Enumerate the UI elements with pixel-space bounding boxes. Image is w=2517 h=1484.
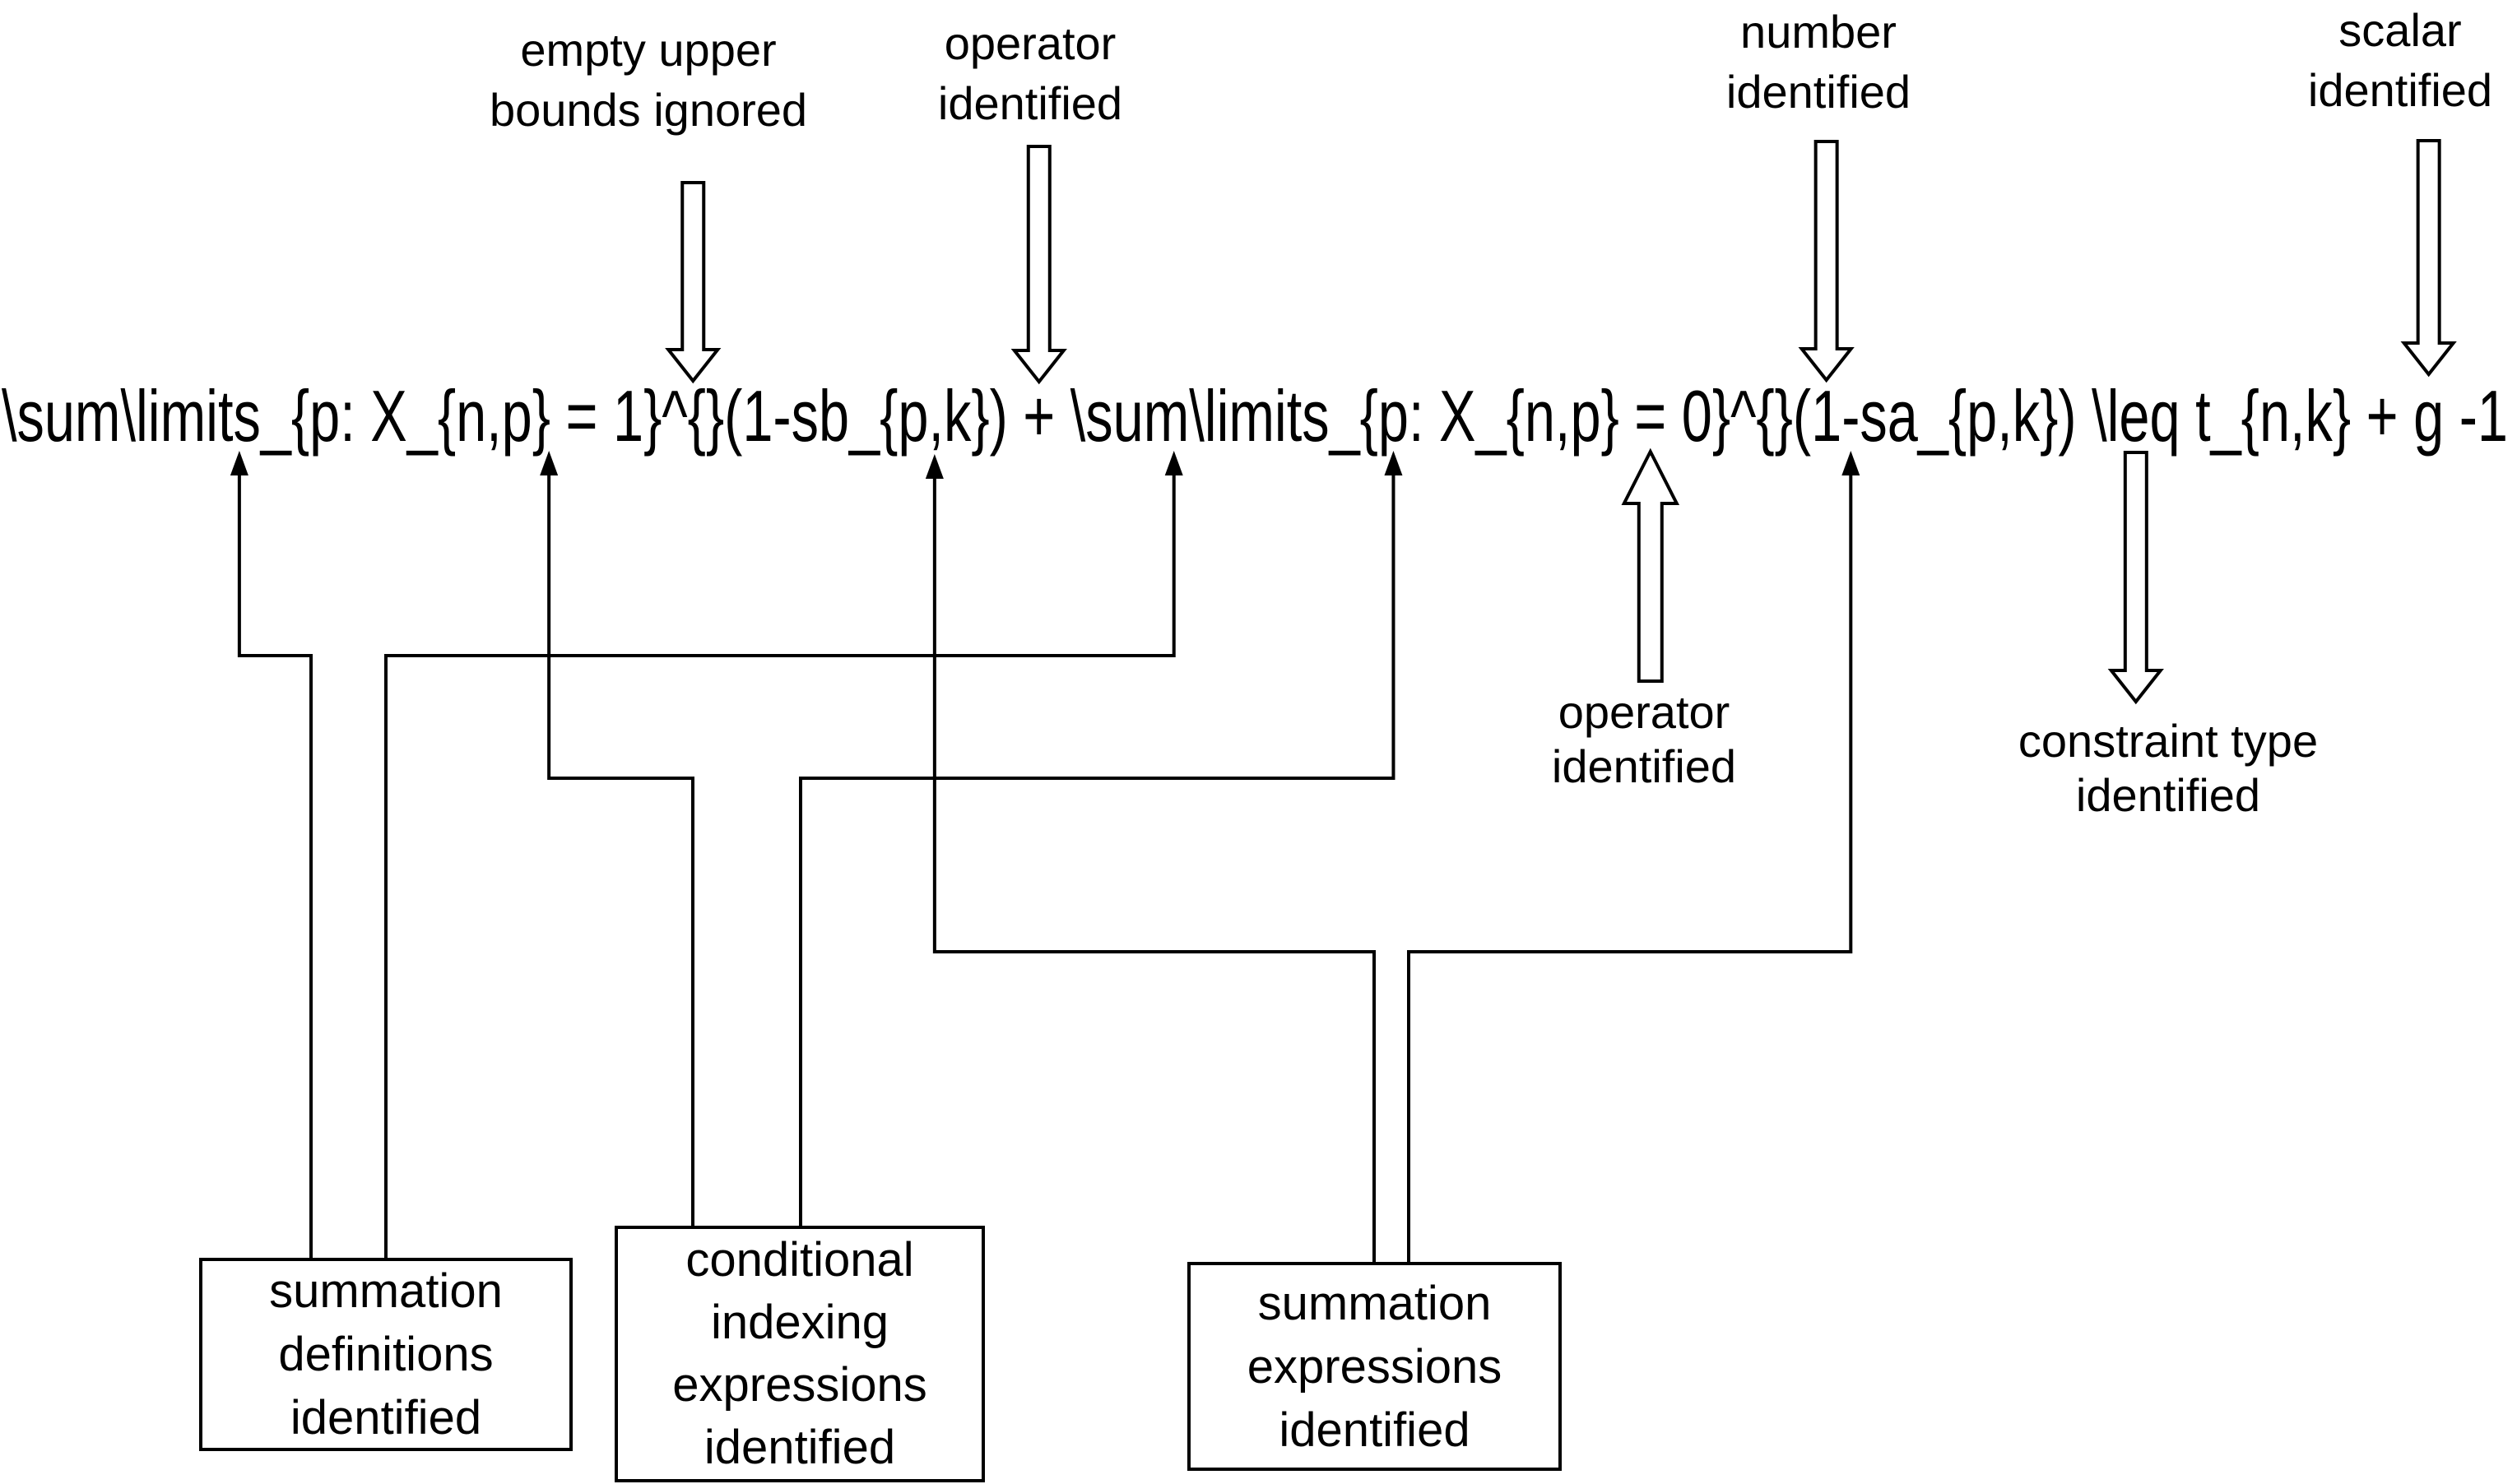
label-empty-upper-bounds-ignored: empty upper bounds ignored xyxy=(490,20,807,140)
label-line: scalar xyxy=(2338,4,2462,56)
box-line: summation xyxy=(269,1264,503,1318)
number-arrow-icon xyxy=(1798,140,1855,383)
label-line: bounds ignored xyxy=(489,84,808,136)
label-line: identified xyxy=(2307,64,2493,116)
edge-conditional-to-cond2 xyxy=(799,475,1395,1226)
label-line: identified xyxy=(1725,66,1911,118)
label-line: identified xyxy=(937,77,1123,129)
box-line: identified xyxy=(290,1391,482,1445)
edge-conditional-to-cond1-arrowhead-icon xyxy=(540,451,559,475)
box-conditional-indexing-expressions-identified: conditional indexing expressions identif… xyxy=(615,1226,985,1482)
operator-mid-arrow-icon xyxy=(1621,448,1680,683)
operator-top-arrow-icon xyxy=(1010,145,1067,385)
edge-summation-expressions-to-sa-arrowhead-icon xyxy=(1841,451,1860,475)
latex-formula-line: \sum\limits_{p: X_{n,p} = 1}^{}(1-sb_{p,… xyxy=(2,380,2517,471)
latex-formula-text: \sum\limits_{p: X_{n,p} = 1}^{}(1-sb_{p,… xyxy=(2,375,2508,457)
label-line: empty upper xyxy=(520,24,777,76)
box-line: definitions xyxy=(278,1328,494,1381)
box-line: expressions xyxy=(1247,1339,1502,1394)
empty-upper-bounds-arrow-icon xyxy=(665,181,722,384)
edge-summation-expressions-to-sb xyxy=(932,479,1376,1262)
edge-summation-definitions-to-sum2 xyxy=(384,475,1176,1258)
label-line: number xyxy=(1740,6,1897,58)
box-line: identified xyxy=(704,1421,896,1474)
label-scalar-identified: scalar identified xyxy=(2308,0,2492,120)
box-summation-definitions-identified: summation definitions identified xyxy=(199,1258,573,1451)
label-operator-identified-mid: operator identified xyxy=(1552,685,1736,794)
label-line: identified xyxy=(1551,740,1737,792)
box-line: summation xyxy=(1257,1276,1492,1330)
box-line: conditional xyxy=(685,1233,914,1287)
label-line: operator xyxy=(1558,686,1730,738)
box-summation-expressions-identified: summation expressions identified xyxy=(1187,1262,1562,1471)
edge-summation-definitions-to-sum1-arrowhead-icon xyxy=(230,451,248,475)
label-constraint-type-identified: constraint type identified xyxy=(2018,714,2318,823)
edge-summation-definitions-to-sum2-arrowhead-icon xyxy=(1164,451,1183,475)
edge-summation-definitions-to-sum1 xyxy=(237,475,313,1258)
label-line: identified xyxy=(2075,769,2261,821)
label-line: operator xyxy=(944,17,1117,69)
label-line: constraint type xyxy=(2018,715,2319,767)
box-line: identified xyxy=(1279,1403,1470,1457)
box-line: expressions xyxy=(672,1358,927,1412)
box-line: indexing xyxy=(710,1296,889,1349)
edge-summation-expressions-to-sa xyxy=(1407,475,1853,1262)
label-number-identified: number identified xyxy=(1726,2,1911,122)
edge-conditional-to-cond2-arrowhead-icon xyxy=(1384,451,1403,475)
edge-summation-expressions-to-sb-arrowhead-icon xyxy=(925,454,944,479)
label-operator-identified-top: operator identified xyxy=(938,13,1122,133)
constraint-type-arrow-icon xyxy=(2107,451,2164,705)
edge-conditional-to-cond1 xyxy=(547,475,694,1226)
scalar-arrow-icon xyxy=(2400,139,2457,378)
